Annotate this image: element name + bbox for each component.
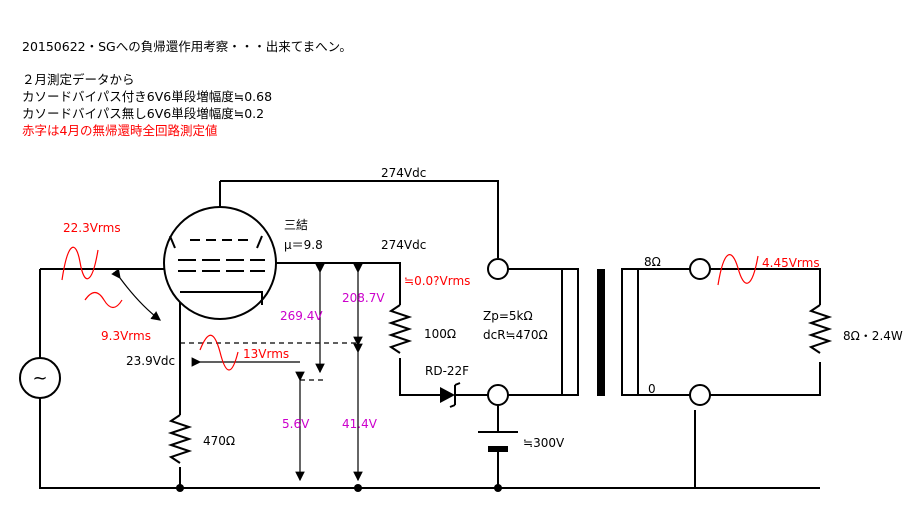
secondary-winding-box bbox=[621, 268, 692, 396]
terminal-secondary-bottom bbox=[689, 384, 711, 406]
label-tube-name: 三結 bbox=[284, 218, 308, 232]
wire-top-rail bbox=[220, 180, 499, 258]
vacuum-tube bbox=[163, 206, 277, 320]
label-dcr: dcR≒470Ω bbox=[483, 328, 548, 342]
label-input-voltage: 22.3Vrms bbox=[63, 221, 121, 235]
node-dot bbox=[494, 484, 502, 492]
label-sec-0: 0 bbox=[648, 382, 656, 396]
sine-grid bbox=[84, 291, 123, 309]
sine-output bbox=[717, 254, 759, 286]
label-load: 8Ω・2.4W bbox=[843, 329, 903, 343]
label-grid-signal: 9.3Vrms bbox=[101, 329, 151, 343]
terminal-primary-bottom bbox=[487, 384, 509, 406]
label-5-6v: 5.6V bbox=[282, 417, 310, 431]
label-zp: Zp=5kΩ bbox=[483, 309, 533, 323]
ac-source-symbol bbox=[19, 357, 61, 399]
wire-plate bbox=[270, 262, 401, 305]
diode-cathode-bar bbox=[449, 382, 461, 408]
node-dot bbox=[354, 484, 362, 492]
header-line-no-bypass: カソードバイパス無し6V6単段増幅度≒0.2 bbox=[22, 106, 265, 121]
label-208v: 208.7V bbox=[342, 291, 385, 305]
sine-input bbox=[61, 246, 99, 281]
battery-short-plate bbox=[488, 446, 508, 452]
label-41-4v: 41.4V bbox=[342, 417, 378, 431]
ac-source-glyph: ~ bbox=[32, 368, 47, 389]
sine-cathode bbox=[199, 334, 239, 371]
wire-sec-bottom bbox=[708, 362, 821, 396]
arrow-grid-signal bbox=[111, 268, 161, 321]
label-diode: RD-22F bbox=[425, 364, 469, 378]
label-mu: μ＝9.8 bbox=[284, 238, 323, 252]
label-top-voltage: 274Vdc bbox=[381, 166, 426, 180]
wire-ground bbox=[39, 269, 820, 489]
resistor-470ohm bbox=[167, 414, 193, 464]
label-output-voltage: 4.45Vrms bbox=[762, 256, 820, 270]
transformer-core bbox=[597, 269, 605, 396]
terminal-secondary-top bbox=[689, 258, 711, 280]
label-100ohm: 100Ω bbox=[424, 327, 456, 341]
label-plate-ripple: ≒0.0?Vrms bbox=[404, 274, 470, 288]
wire-to-diode bbox=[399, 358, 440, 396]
label-470ohm: 470Ω bbox=[203, 434, 235, 448]
label-sec-8: 8Ω bbox=[644, 255, 661, 269]
label-plate-voltage: 274Vdc bbox=[381, 238, 426, 252]
wire-sec-top bbox=[708, 268, 821, 305]
node-dot bbox=[176, 484, 184, 492]
resistor-100ohm bbox=[387, 304, 413, 354]
label-269v: 269.4V bbox=[280, 309, 323, 323]
header-notes: 20150622・SGへの負帰還作用考察・・・出来てまへン。 ２月測定データから… bbox=[22, 38, 352, 139]
header-title: 20150622・SGへの負帰還作用考察・・・出来てまへン。 bbox=[22, 39, 352, 54]
label-b-plus: ≒300V bbox=[523, 436, 565, 450]
label-cathode-signal: 13Vrms bbox=[243, 347, 289, 361]
primary-winding-box bbox=[508, 268, 579, 396]
label-cathode-dc: 23.9Vdc bbox=[126, 354, 175, 368]
resistor-load-8ohm bbox=[807, 304, 833, 354]
header-subtitle: ２月測定データから bbox=[22, 72, 135, 87]
header-red-note: 赤字は4月の無帰還時全回路測定値 bbox=[22, 123, 218, 138]
diode-rd22f bbox=[440, 387, 455, 403]
header-line-bypass: カソードバイパス付き6V6単段増幅度≒0.68 bbox=[22, 89, 273, 104]
terminal-primary-top bbox=[487, 258, 509, 280]
